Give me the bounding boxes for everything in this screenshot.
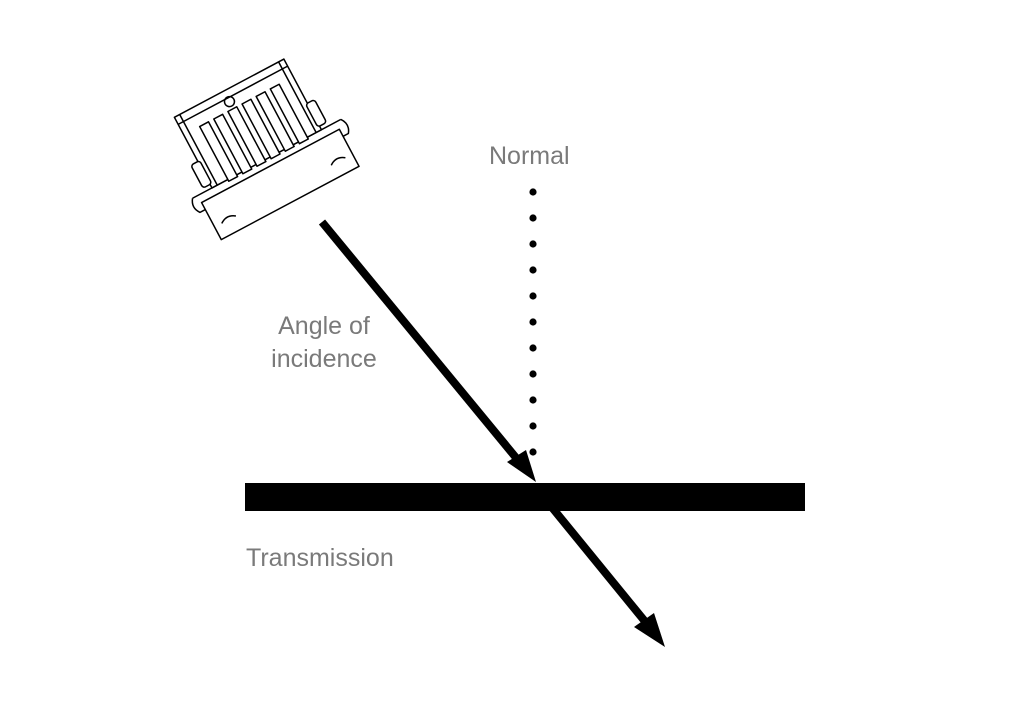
angle-label-line-1: Angle of xyxy=(278,312,370,340)
angle-label-line-2: incidence xyxy=(271,345,377,373)
normal-label: Normal xyxy=(489,142,570,170)
normal-line xyxy=(529,188,537,456)
angle-of-incidence-label: Angle of incidence xyxy=(262,310,386,376)
led-light-source-icon xyxy=(173,58,360,241)
incident-ray-arrow xyxy=(318,219,536,482)
transmitted-ray-arrow xyxy=(546,502,665,647)
surface-bar xyxy=(245,483,805,511)
transmission-label: Transmission xyxy=(246,544,394,572)
